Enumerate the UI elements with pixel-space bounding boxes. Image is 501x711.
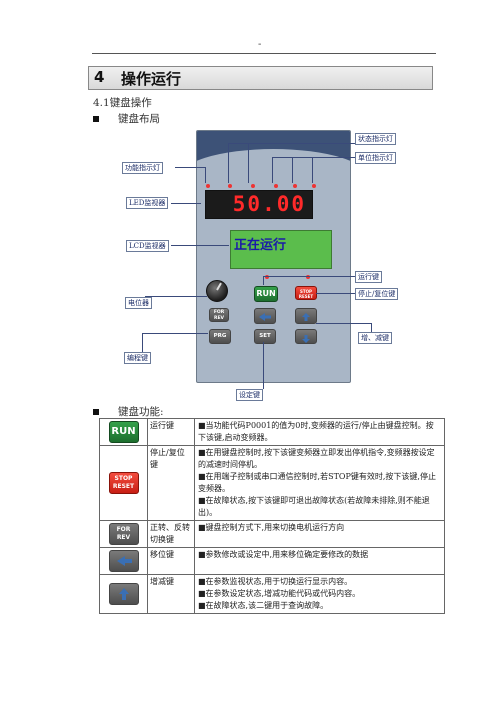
table-row: 移位键 ■参数修改或设定中,用来移位确定要修改的数据 xyxy=(99,547,445,575)
callout-led-monitor: LED监视器 xyxy=(126,197,169,209)
table-row: 增减键 ■在参数监视状态,用于切换运行显示内容。 ■在参数设定状态,增减功能代码… xyxy=(99,574,445,614)
leader-run xyxy=(263,276,264,285)
callout-set-key: 设定键 xyxy=(236,389,263,401)
callout-function-led: 功能指示灯 xyxy=(122,162,163,174)
leader-updown xyxy=(316,323,371,324)
leader-status xyxy=(228,143,229,183)
leader-status xyxy=(228,143,355,144)
down-arrow-icon xyxy=(302,335,310,343)
leader-prg xyxy=(142,333,208,334)
leader-run xyxy=(263,276,337,277)
leader-unit xyxy=(312,157,313,183)
reset-label: RESET xyxy=(298,294,314,299)
key-name: 正转、反转切换键 xyxy=(147,520,195,548)
shift-arrow-icon xyxy=(259,313,271,321)
chapter-title: 操作运行 xyxy=(121,70,182,88)
callout-run-key: 运行键 xyxy=(355,271,382,283)
leader-unit xyxy=(272,157,355,158)
leader-updown xyxy=(371,323,372,337)
callout-status-led: 状态指示灯 xyxy=(355,133,396,145)
callout-stop-reset-key: 停止/复位键 xyxy=(355,288,399,300)
down-button[interactable] xyxy=(295,329,317,344)
led-value: 50.00 xyxy=(232,192,306,216)
run-button-label: RUN xyxy=(256,289,276,298)
for-rev-button[interactable]: FOR REV xyxy=(209,308,229,322)
bullet-icon xyxy=(93,116,99,122)
leader-stop xyxy=(316,293,355,294)
up-key-icon xyxy=(108,583,139,605)
key-desc: ■在故障状态,该二键用于查询故障。 xyxy=(198,601,329,610)
potentiometer-knob[interactable] xyxy=(206,280,228,302)
leader-prg xyxy=(142,333,143,353)
leader-function xyxy=(205,167,206,183)
key-functions-table: RUN 运行键 ■当功能代码P0001的值为0时,变频器的运行/停止由键盘控制。… xyxy=(99,418,445,614)
subsection-functions: 键盘功能: xyxy=(118,406,164,418)
leader-unit xyxy=(272,157,273,183)
up-button[interactable] xyxy=(295,308,317,324)
stop-indicator-dot xyxy=(306,275,310,279)
shift-button[interactable] xyxy=(254,308,276,324)
prg-label: PRG xyxy=(213,333,227,339)
key-desc: ■参数修改或设定中,用来移位确定要修改的数据 xyxy=(198,550,369,559)
key-desc: ■在参数设定状态,增减功能代码或代码内容。 xyxy=(198,589,361,598)
indicator-dot xyxy=(206,184,210,188)
callout-up-down-key: 增、减键 xyxy=(358,332,392,344)
leader-unit xyxy=(292,157,293,183)
leader-pot xyxy=(145,296,207,297)
indicator-dot xyxy=(274,184,278,188)
set-label: SET xyxy=(259,333,271,339)
prg-button[interactable]: PRG xyxy=(209,329,231,344)
key-desc: ■当功能代码P0001的值为0时,变频器的运行/停止由键盘控制。按下该键,启动变… xyxy=(198,421,434,442)
for-label: FOR xyxy=(213,310,225,315)
key-name: 停止/复位键 xyxy=(147,445,195,521)
callout-potentiometer: 电位器 xyxy=(125,297,152,309)
subsection-layout: 键盘布局 xyxy=(118,113,160,125)
chapter-number: 4 xyxy=(94,68,105,86)
key-name: 运行键 xyxy=(147,418,195,446)
leader-run xyxy=(337,276,355,277)
run-key-icon: RUN xyxy=(108,421,139,443)
callout-program-key: 编程键 xyxy=(124,352,151,364)
shift-key-icon xyxy=(108,550,139,572)
leader-function xyxy=(175,167,205,168)
key-name: 移位键 xyxy=(147,547,195,575)
indicator-dot xyxy=(251,184,255,188)
section-title: 4.1键盘操作 xyxy=(93,97,152,109)
led-display: 50.00 xyxy=(205,190,313,219)
key-name: 增减键 xyxy=(147,574,195,614)
keypad-panel: 50.00 正在运行 RUN STOP RESET FOR REV PRG SE… xyxy=(196,130,351,383)
lcd-display: 正在运行 xyxy=(230,230,332,269)
key-desc: ■键盘控制方式下,用来切换电机运行方向 xyxy=(198,523,345,532)
lcd-text: 正在运行 xyxy=(234,238,287,253)
leader-led xyxy=(171,203,201,204)
leader-status xyxy=(248,143,249,183)
chapter-heading-box xyxy=(88,66,433,90)
bullet-icon xyxy=(93,409,99,415)
header-rule xyxy=(92,53,436,54)
indicator-dot xyxy=(312,184,316,188)
rev-label: REV xyxy=(213,316,225,321)
callout-lcd-monitor: LCD监视器 xyxy=(126,240,169,252)
key-desc: ■在用键盘控制时,按下该键变频器立即发出停机指令,变频器按设定的减速时间停机。 xyxy=(198,448,435,469)
key-desc: ■在参数监视状态,用于切换运行显示内容。 xyxy=(198,577,353,586)
run-indicator-dot xyxy=(265,275,269,279)
key-desc: ■在用端子控制或串口通信控制时,若STOP键有效时,按下该键,停止变频器。 xyxy=(198,472,436,493)
stop-label: STOP xyxy=(300,289,312,294)
indicator-dot xyxy=(228,184,232,188)
run-button[interactable]: RUN xyxy=(254,286,278,302)
leader-set xyxy=(263,342,264,389)
up-arrow-icon xyxy=(302,313,310,321)
header-mark: - xyxy=(258,39,262,50)
set-button[interactable]: SET xyxy=(254,329,276,344)
table-row: RUN 运行键 ■当功能代码P0001的值为0时,变频器的运行/停止由键盘控制。… xyxy=(99,418,445,446)
indicator-dot xyxy=(293,184,297,188)
key-desc: ■在故障状态,按下该键即可退出故障状态(若故障未排除,则不能退出)。 xyxy=(198,496,430,517)
callout-unit-led: 单位指示灯 xyxy=(355,152,396,164)
stop-reset-button[interactable]: STOP RESET xyxy=(295,286,317,300)
leader-lcd xyxy=(171,245,229,246)
